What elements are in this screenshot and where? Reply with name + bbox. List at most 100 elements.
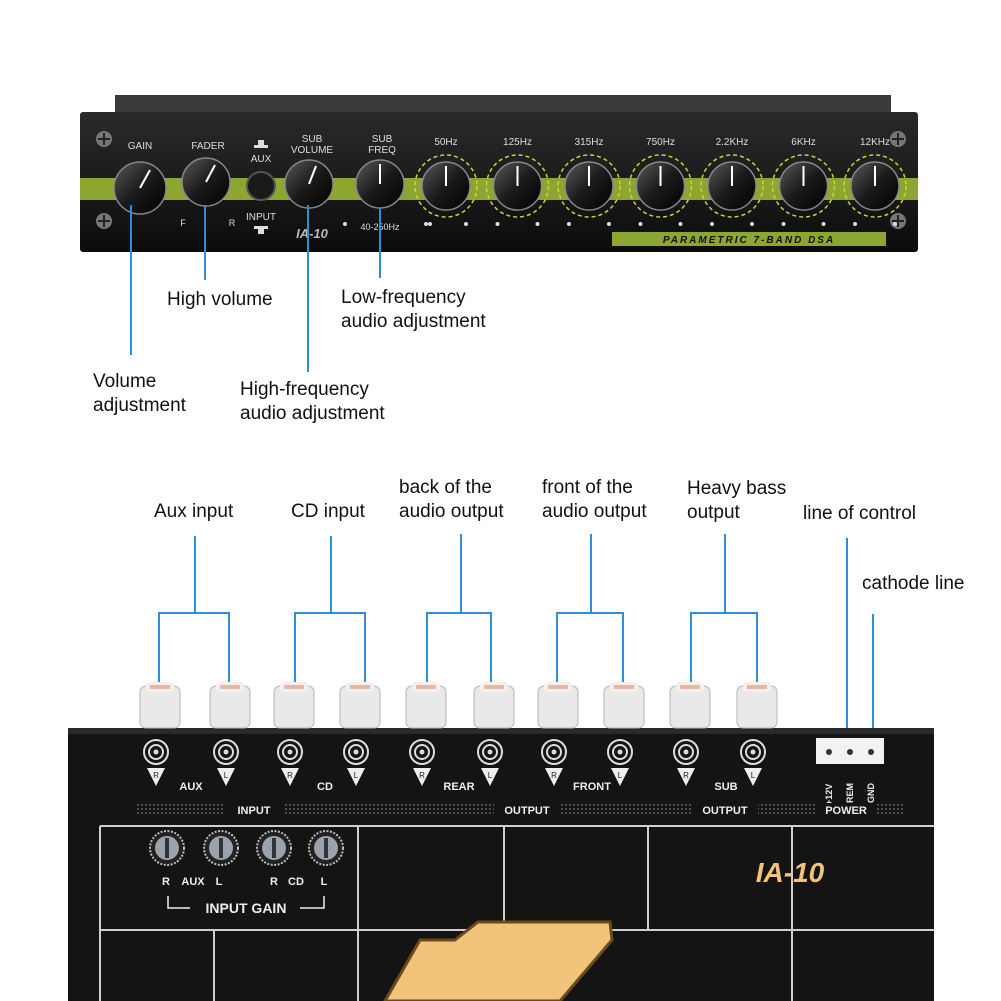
eq-band-label: 6KHz: [791, 137, 815, 148]
rear-panel: R L R L R L R L R L +12V REM GND AUX CD REAR FRON…: [68, 682, 934, 1001]
sub-freq-knob[interactable]: [355, 159, 405, 209]
jack-r-label: R: [551, 771, 557, 780]
gain-l2-label: L: [321, 876, 328, 888]
front-panel: GAIN FADER F R AUX INPUT SUB VOLUME SUB …: [80, 95, 918, 252]
jack-l-label: L: [354, 771, 359, 780]
eq-knob-6[interactable]: [843, 154, 907, 226]
gain-label: GAIN: [128, 141, 152, 152]
input-gain-knob[interactable]: [308, 830, 344, 866]
high-volume-callout: High volume: [167, 289, 273, 310]
eq-band-label: 125Hz: [503, 137, 532, 148]
fader-f-label: F: [180, 218, 186, 228]
rca-plug[interactable]: [405, 682, 447, 729]
jack-l-label: L: [224, 771, 229, 780]
sub-freq-label-2: FREQ: [368, 145, 396, 156]
eq-knob-5[interactable]: [771, 154, 836, 226]
gain-aux-label: AUX: [181, 876, 205, 888]
jack-l-label: L: [751, 771, 756, 780]
front-output-callout: front of the audio output: [542, 477, 647, 522]
rear-jack-label: REAR: [443, 781, 474, 793]
low-frequency-callout: Low-frequency audio adjustment: [341, 287, 486, 332]
rca-jack[interactable]: L: [740, 739, 766, 786]
cathode-line-callout: cathode line: [862, 573, 965, 594]
gain-cd-label: CD: [288, 876, 304, 888]
sub-jack-label: SUB: [714, 781, 737, 793]
eq-knob-1[interactable]: [485, 154, 550, 226]
eq-knob-3[interactable]: [628, 154, 693, 226]
shield-logo: [383, 920, 614, 1001]
rca-jack[interactable]: R: [409, 739, 435, 786]
rca-plug[interactable]: [669, 682, 711, 729]
rca-jack[interactable]: L: [477, 739, 503, 786]
rca-jack[interactable]: L: [343, 739, 369, 786]
volume-adjustment-callout: Volume adjustment: [93, 371, 186, 416]
aux-jack-label: AUX: [179, 781, 203, 793]
fader-knob[interactable]: [181, 157, 231, 207]
sub-volume-label-2: VOLUME: [291, 145, 334, 156]
sub-freq-label-1: SUB: [372, 134, 393, 145]
input-gain-knob[interactable]: [203, 830, 239, 866]
gain-knob[interactable]: [113, 161, 167, 215]
rca-plug[interactable]: [603, 682, 645, 729]
screw-icon: [96, 131, 906, 229]
jack-l-label: L: [488, 771, 493, 780]
eq-band-label: 750Hz: [646, 137, 675, 148]
jack-l-label: L: [618, 771, 623, 780]
rca-jack[interactable]: L: [213, 739, 239, 786]
cd-jack-label: CD: [317, 781, 333, 793]
eq-band-label: 12KHz: [860, 137, 890, 148]
input-gain-knob[interactable]: [256, 830, 292, 866]
rca-plug[interactable]: [473, 682, 515, 729]
high-frequency-callout: High-frequency audio adjustment: [240, 379, 385, 424]
rear-output-callout: back of the audio output: [399, 477, 504, 522]
front-jack-label: FRONT: [573, 781, 611, 793]
eq-band-label: 2.2KHz: [716, 137, 749, 148]
rca-plug[interactable]: [736, 682, 778, 729]
fader-r-label: R: [229, 218, 236, 228]
input-label: INPUT: [246, 212, 276, 223]
rca-plug[interactable]: [537, 682, 579, 729]
rca-jack[interactable]: R: [673, 739, 699, 786]
eq-band-label: 315Hz: [575, 137, 604, 148]
section-input-label: INPUT: [238, 805, 271, 817]
aux-input-jack[interactable]: [246, 171, 276, 201]
sub-volume-knob[interactable]: [284, 159, 334, 209]
rca-jack[interactable]: R: [541, 739, 567, 786]
rear-model-label: IA-10: [756, 857, 825, 888]
input-gain-knob[interactable]: [149, 830, 185, 866]
rca-jack[interactable]: R: [143, 739, 169, 786]
rca-jack[interactable]: R: [277, 739, 303, 786]
rca-jack[interactable]: L: [607, 739, 633, 786]
jack-r-label: R: [153, 771, 159, 780]
band-label: PARAMETRIC 7-BAND DSA: [663, 235, 835, 246]
section-output-label-2: OUTPUT: [702, 805, 748, 817]
eq-band-label: 50Hz: [434, 137, 457, 148]
control-line-callout: line of control: [803, 503, 917, 524]
gain-l1-label: L: [216, 876, 223, 888]
eq-knob-4[interactable]: [700, 154, 764, 226]
cd-input-callout: CD input: [291, 501, 365, 522]
rca-plug[interactable]: [273, 682, 315, 729]
fader-label: FADER: [191, 141, 224, 152]
rca-plug[interactable]: [139, 682, 181, 729]
sub-output-callout: Heavy bass output: [687, 478, 787, 523]
rca-plug[interactable]: [339, 682, 381, 729]
aux-input-callout: Aux input: [154, 501, 234, 522]
rca-plug[interactable]: [209, 682, 251, 729]
jack-r-label: R: [419, 771, 425, 780]
gain-r2-label: R: [270, 876, 278, 888]
jack-r-label: R: [287, 771, 293, 780]
gain-r1-label: R: [162, 876, 170, 888]
section-power-label: POWER: [825, 805, 867, 817]
front-model-label: IA-10: [296, 226, 329, 241]
input-gain-title: INPUT GAIN: [206, 900, 287, 916]
eq-knob-2[interactable]: [557, 154, 621, 226]
sub-volume-label-1: SUB: [302, 134, 323, 145]
section-output-label-1: OUTPUT: [504, 805, 550, 817]
eq-knob-0[interactable]: [414, 154, 478, 226]
jack-r-label: R: [683, 771, 689, 780]
power-pin-gnd: GND: [866, 783, 876, 804]
power-pin-12v: +12V: [824, 784, 834, 805]
aux-label: AUX: [251, 154, 272, 165]
power-pin-rem: REM: [845, 783, 855, 803]
